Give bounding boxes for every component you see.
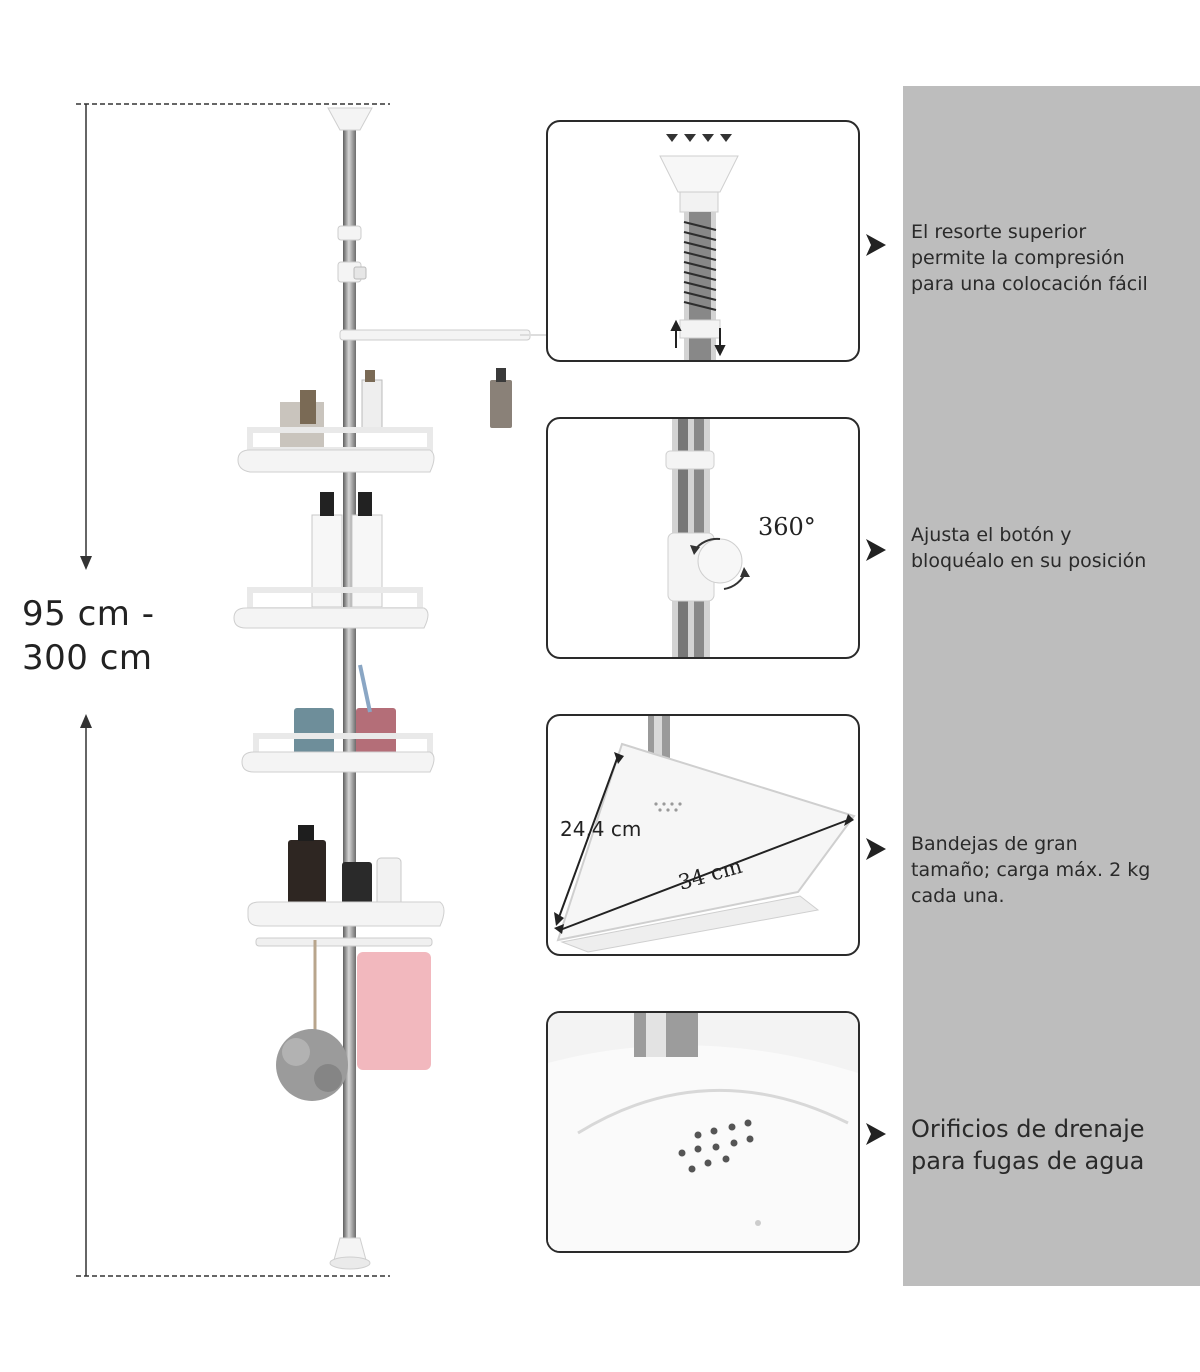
height-range-line2: 300 cm <box>22 638 153 678</box>
height-dimension-lines <box>76 103 390 1277</box>
feature-3-line-2: tamaño; carga máx. 2 kg <box>911 859 1151 881</box>
feature-4-line-2: para fugas de agua <box>911 1147 1145 1175</box>
shelf-4 <box>247 825 445 947</box>
pointer-arrow-icon <box>866 234 886 256</box>
shelf-2 <box>233 492 429 629</box>
feature-2-description: Ajusta el botón y bloquéalo en su posici… <box>911 522 1196 574</box>
shelf-1 <box>237 368 512 473</box>
pointer-arrow-icon <box>866 1123 886 1145</box>
pointer-arrow-icon <box>866 838 886 860</box>
tension-pole <box>343 130 356 1250</box>
feature-3-line-3: cada una. <box>911 885 1005 907</box>
feature-4-line-1: Orificios de drenaje <box>911 1115 1145 1143</box>
feature-2-line-1: Ajusta el botón y <box>911 524 1072 546</box>
pink-towel <box>357 952 431 1070</box>
rotation-badge: 360° <box>758 513 816 541</box>
pointer-arrow-icon <box>866 539 886 561</box>
detail-tray-size: 24,4 cm 34 cm <box>546 714 860 956</box>
feature-1-line-1: El resorte superior <box>911 221 1087 243</box>
feature-2-line-2: bloquéalo en su posición <box>911 550 1147 572</box>
feature-1-line-3: para una colocación fácil <box>911 273 1148 295</box>
tray-depth-label: 24,4 cm <box>560 817 641 841</box>
shelf-3 <box>241 664 435 773</box>
top-cap <box>327 107 373 131</box>
feature-1-description: El resorte superior permite la compresió… <box>911 219 1196 297</box>
feature-text-panel <box>903 86 1200 1286</box>
top-bar <box>339 329 531 341</box>
feature-4-description: Orificios de drenaje para fugas de agua <box>911 1113 1196 1177</box>
arrow-down-icon <box>80 556 92 570</box>
feature-3-description: Bandejas de gran tamaño; carga máx. 2 kg… <box>911 831 1196 909</box>
shower-caddy-illustration <box>233 107 531 1270</box>
height-range-label: 95 cm - 300 cm <box>22 592 192 680</box>
detail-top-spring <box>546 120 860 362</box>
height-range-line1: 95 cm - <box>22 594 155 634</box>
arrow-up-icon <box>80 714 92 728</box>
loofah <box>276 1029 348 1101</box>
feature-1-line-2: permite la compresión <box>911 247 1125 269</box>
feature-3-line-1: Bandejas de gran <box>911 833 1078 855</box>
detail-drain-holes <box>546 1011 860 1253</box>
detail-lock-knob: 360° <box>546 417 860 659</box>
